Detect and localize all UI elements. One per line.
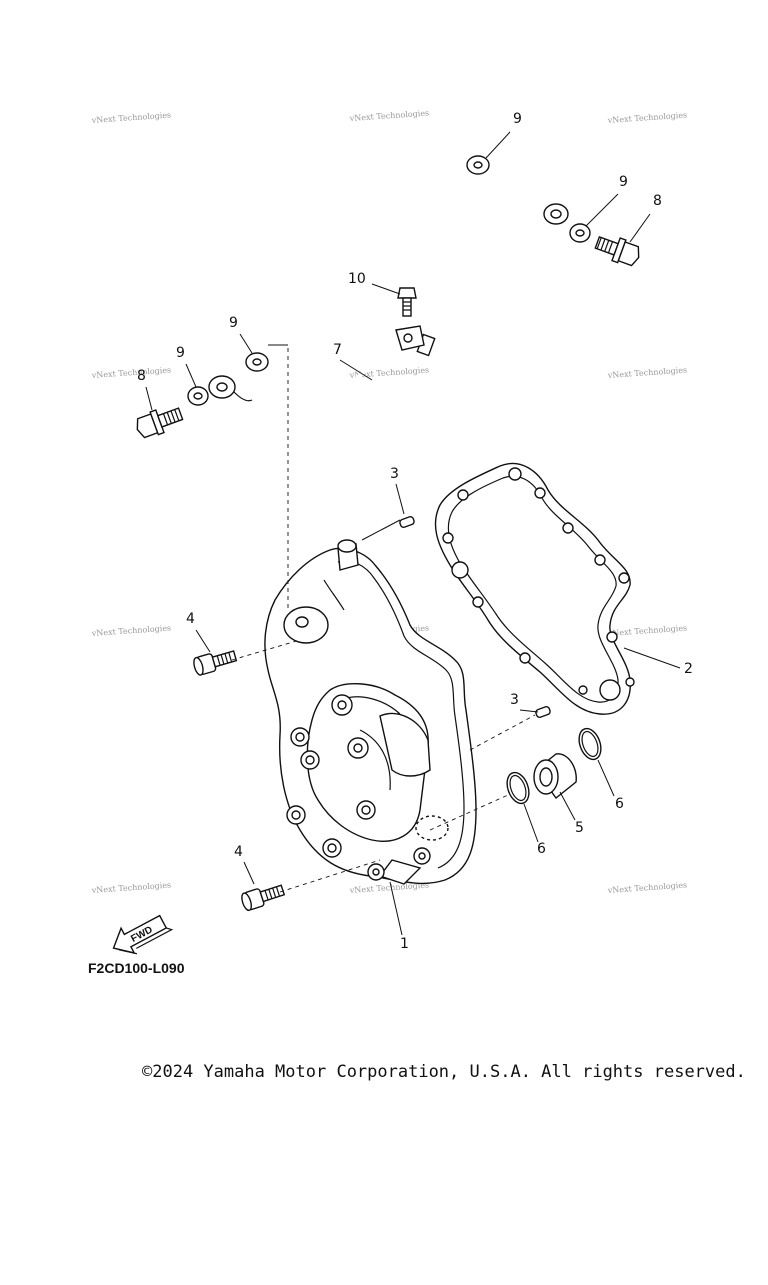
diagram-code: F2CD100-L090 [88, 960, 185, 976]
watermark: vNext Technologies [607, 110, 688, 125]
union-bolts [136, 235, 640, 439]
washers [187, 155, 591, 406]
watermark: vNext Technologies [91, 880, 172, 895]
callout-4: 4 [234, 844, 243, 860]
watermark: vNext Technologies [607, 623, 688, 638]
callout-3: 3 [390, 466, 399, 482]
dowel-pins [399, 515, 551, 719]
leader-lines [145, 131, 681, 936]
gasket [434, 462, 635, 715]
cover-bolts [286, 694, 431, 881]
callout-5: 5 [575, 820, 584, 836]
callout-4: 4 [186, 611, 195, 627]
callout-2: 2 [684, 661, 693, 677]
callout-7: 7 [333, 342, 342, 358]
callout-9: 9 [513, 111, 522, 127]
callout-1: 1 [400, 936, 409, 952]
fwd-arrow-icon: FWD [112, 914, 174, 955]
callout-9: 9 [176, 345, 185, 361]
callout-9: 9 [619, 174, 628, 190]
collar [533, 753, 577, 800]
callout-9: 9 [229, 315, 238, 331]
callout-10: 10 [348, 271, 366, 287]
bracket-bolt [397, 287, 417, 317]
watermark: vNext Technologies [607, 365, 688, 380]
callout-6: 6 [615, 796, 624, 812]
fwd-label: FWD [129, 924, 154, 944]
callout-labels: 1 2 3 3 4 4 5 6 6 7 8 8 9 9 9 9 10 [137, 111, 693, 952]
watermark: vNext Technologies [91, 110, 172, 125]
watermark: vNext Technologies [349, 108, 430, 123]
copyright-notice: ©2024 Yamaha Motor Corporation, U.S.A. A… [142, 1062, 746, 1082]
watermark: vNext Technologies [91, 365, 172, 380]
callout-6: 6 [537, 841, 546, 857]
screws [193, 650, 286, 912]
callout-8: 8 [653, 193, 662, 209]
oil-pipe [208, 163, 569, 434]
watermark: vNext Technologies [91, 623, 172, 638]
o-rings [506, 727, 602, 805]
cover-assembly [264, 539, 477, 885]
guide-lines [231, 344, 536, 893]
callout-3: 3 [510, 692, 519, 708]
callout-8: 8 [137, 368, 146, 384]
watermark: vNext Technologies [607, 880, 688, 895]
